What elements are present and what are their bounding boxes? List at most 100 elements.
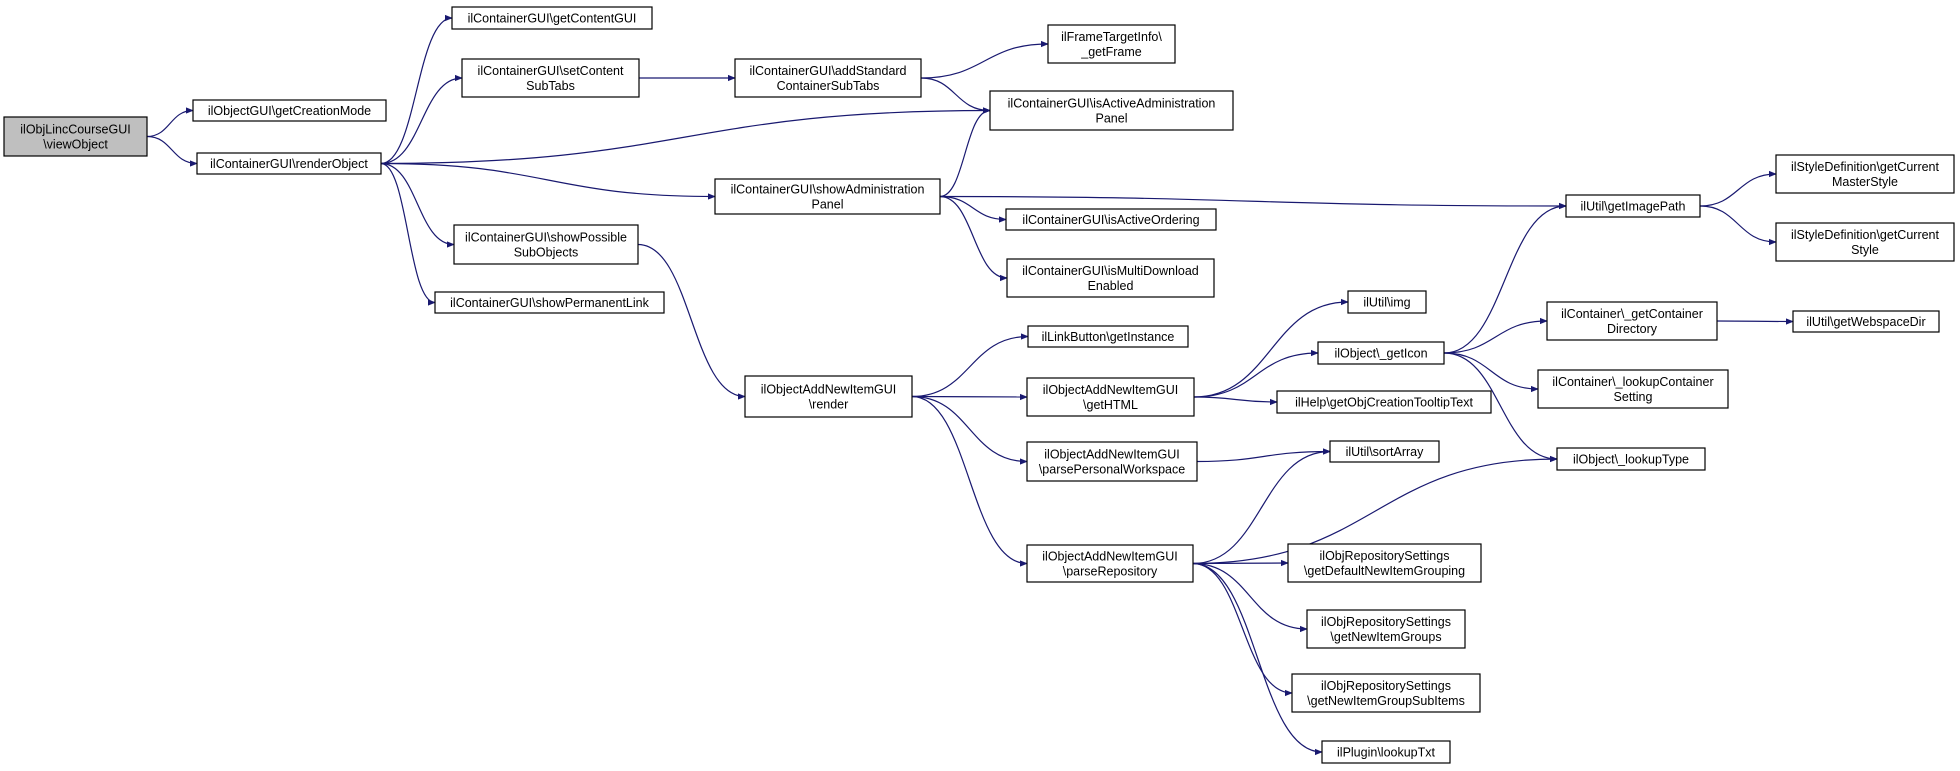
node-box — [192, 99, 387, 122]
node-getObjCreationTooltipText[interactable]: ilHelp\getObjCreationTooltipText — [1276, 390, 1492, 414]
node-showPermanentLink[interactable]: ilContainerGUI\showPermanentLink — [434, 291, 665, 314]
node-label: Setting — [1614, 390, 1653, 404]
node-label: \render — [809, 398, 849, 412]
edge-getContainerDirectory-to-getWebspaceDir — [1716, 318, 1794, 325]
node-label: \parsePersonalWorkspace — [1039, 463, 1185, 477]
node-isActiveAdministrationPanel[interactable]: ilContainerGUI\isActiveAdministrationPan… — [989, 90, 1234, 131]
node-label: ilContainerGUI\showPossible — [465, 231, 627, 245]
node-getCreationMode[interactable]: ilObjectGUI\getCreationMode — [192, 99, 387, 122]
node-label: ilUtil\sortArray — [1346, 445, 1425, 459]
node-isActiveOrdering[interactable]: ilContainerGUI\isActiveOrdering — [1005, 208, 1217, 231]
node-parseRepository[interactable]: ilObjectAddNewItemGUI\parseRepository — [1026, 544, 1194, 583]
node-box — [453, 224, 639, 265]
node-box — [989, 90, 1234, 131]
edge-parseRepository-to-getNewItemGroups — [1192, 562, 1308, 633]
node-renderObject[interactable]: ilContainerGUI\renderObject — [196, 152, 382, 175]
edge-render-to-parseRepository — [911, 395, 1028, 567]
node-label: ilObjectAddNewItemGUI — [1042, 550, 1177, 564]
node-label: ilContainerGUI\showAdministration — [731, 183, 925, 197]
node-label: Style — [1851, 243, 1879, 257]
edge-addStandardContainerSubTabs-to-getFrame — [920, 40, 1049, 79]
node-box — [1306, 609, 1466, 649]
node-label: ilObject\_getIcon — [1334, 347, 1427, 361]
node-label: Panel — [812, 198, 844, 212]
node-label: \getNewItemGroupSubItems — [1307, 694, 1465, 708]
edge-getHTML-to-getIcon — [1193, 349, 1319, 398]
node-getDefaultNewItemGrouping[interactable]: ilObjRepositorySettings\getDefaultNewIte… — [1287, 543, 1482, 583]
node-label: ilHelp\getObjCreationTooltipText — [1295, 396, 1473, 410]
node-lookupTxt[interactable]: ilPlugin\lookupTxt — [1321, 740, 1451, 764]
node-label: ilContainerGUI\setContent — [478, 64, 624, 78]
node-box — [434, 291, 665, 314]
node-label: ilContainerGUI\showPermanentLink — [450, 296, 649, 310]
node-box — [1792, 310, 1940, 333]
node-addStandardContainerSubTabs[interactable]: ilContainerGUI\addStandardContainerSubTa… — [734, 58, 922, 98]
node-box — [451, 6, 653, 30]
edge-getIcon-to-lookupContainerSetting — [1443, 352, 1539, 393]
node-label: ilObjectAddNewItemGUI — [1043, 383, 1178, 397]
node-label: \getNewItemGroups — [1330, 630, 1441, 644]
node-label: ContainerSubTabs — [777, 79, 880, 93]
node-label: ilObjRepositorySettings — [1321, 679, 1451, 693]
node-getNewItemGroupSubItems[interactable]: ilObjRepositorySettings\getNewItemGroupS… — [1291, 673, 1481, 713]
node-label: ilContainerGUI\isMultiDownload — [1022, 264, 1199, 278]
node-box — [1276, 390, 1492, 414]
node-label: ilObjectAddNewItemGUI — [1044, 448, 1179, 462]
node-box — [1291, 673, 1481, 713]
node-getInstance[interactable]: ilLinkButton\getInstance — [1027, 325, 1189, 348]
node-box — [744, 375, 913, 418]
node-getContentGUI[interactable]: ilContainerGUI\getContentGUI — [451, 6, 653, 30]
node-getFrame[interactable]: ilFrameTargetInfo\_getFrame — [1047, 24, 1176, 64]
node-getIcon[interactable]: ilObject\_getIcon — [1317, 341, 1445, 365]
node-label: \parseRepository — [1063, 565, 1158, 579]
node-lookupType[interactable]: ilObject\_lookupType — [1556, 447, 1706, 471]
node-parsePersonalWorkspace[interactable]: ilObjectAddNewItemGUI\parsePersonalWorks… — [1026, 441, 1198, 482]
node-box — [1027, 325, 1189, 348]
node-label: SubTabs — [526, 79, 575, 93]
node-getHTML[interactable]: ilObjectAddNewItemGUI\getHTML — [1026, 377, 1195, 417]
node-getWebspaceDir[interactable]: ilUtil\getWebspaceDir — [1792, 310, 1940, 333]
node-getNewItemGroups[interactable]: ilObjRepositorySettings\getNewItemGroups — [1306, 609, 1466, 649]
node-label: SubObjects — [514, 246, 579, 260]
node-box — [1546, 301, 1718, 341]
node-label: _getFrame — [1080, 45, 1141, 59]
node-box — [1321, 740, 1451, 764]
node-label: \getHTML — [1083, 398, 1138, 412]
edge-renderObject-to-isActiveAdministrationPanel — [380, 107, 991, 165]
edge-getHTML-to-getObjCreationTooltipText — [1193, 396, 1278, 406]
node-root[interactable]: ilObjLincCourseGUI\viewObject — [3, 116, 148, 157]
edge-getImagePath-to-getCurrentStyle — [1699, 205, 1777, 246]
edge-getIcon-to-getImagePath — [1443, 202, 1567, 354]
node-render[interactable]: ilObjectAddNewItemGUI\render — [744, 375, 913, 418]
node-box — [1565, 194, 1701, 218]
edge-renderObject-to-showAdministrationPanel — [380, 162, 716, 200]
edge-parseRepository-to-lookupTxt — [1192, 562, 1323, 756]
node-box — [714, 178, 941, 215]
node-label: ilContainerGUI\getContentGUI — [468, 12, 637, 26]
node-label: Enabled — [1088, 279, 1134, 293]
node-label: ilObject\_lookupType — [1573, 453, 1689, 467]
node-sortArray[interactable]: ilUtil\sortArray — [1329, 440, 1440, 463]
node-box — [1287, 543, 1482, 583]
edge-addStandardContainerSubTabs-to-isActiveAdministrationPanel — [920, 77, 991, 114]
node-label: ilLinkButton\getInstance — [1042, 330, 1175, 344]
node-img[interactable]: ilUtil\img — [1347, 290, 1427, 314]
edge-showAdministrationPanel-to-isActiveOrdering — [939, 195, 1007, 223]
edge-showAdministrationPanel-to-isActiveAdministrationPanel — [939, 107, 991, 198]
edge-getImagePath-to-getCurrentMasterStyle — [1699, 170, 1777, 207]
edge-renderObject-to-showPermanentLink — [380, 162, 436, 306]
node-box — [1317, 341, 1445, 365]
edge-render-to-parsePersonalWorkspace — [911, 395, 1028, 465]
node-box — [1775, 222, 1955, 262]
node-getImagePath[interactable]: ilUtil\getImagePath — [1565, 194, 1701, 218]
node-box — [1026, 377, 1195, 417]
